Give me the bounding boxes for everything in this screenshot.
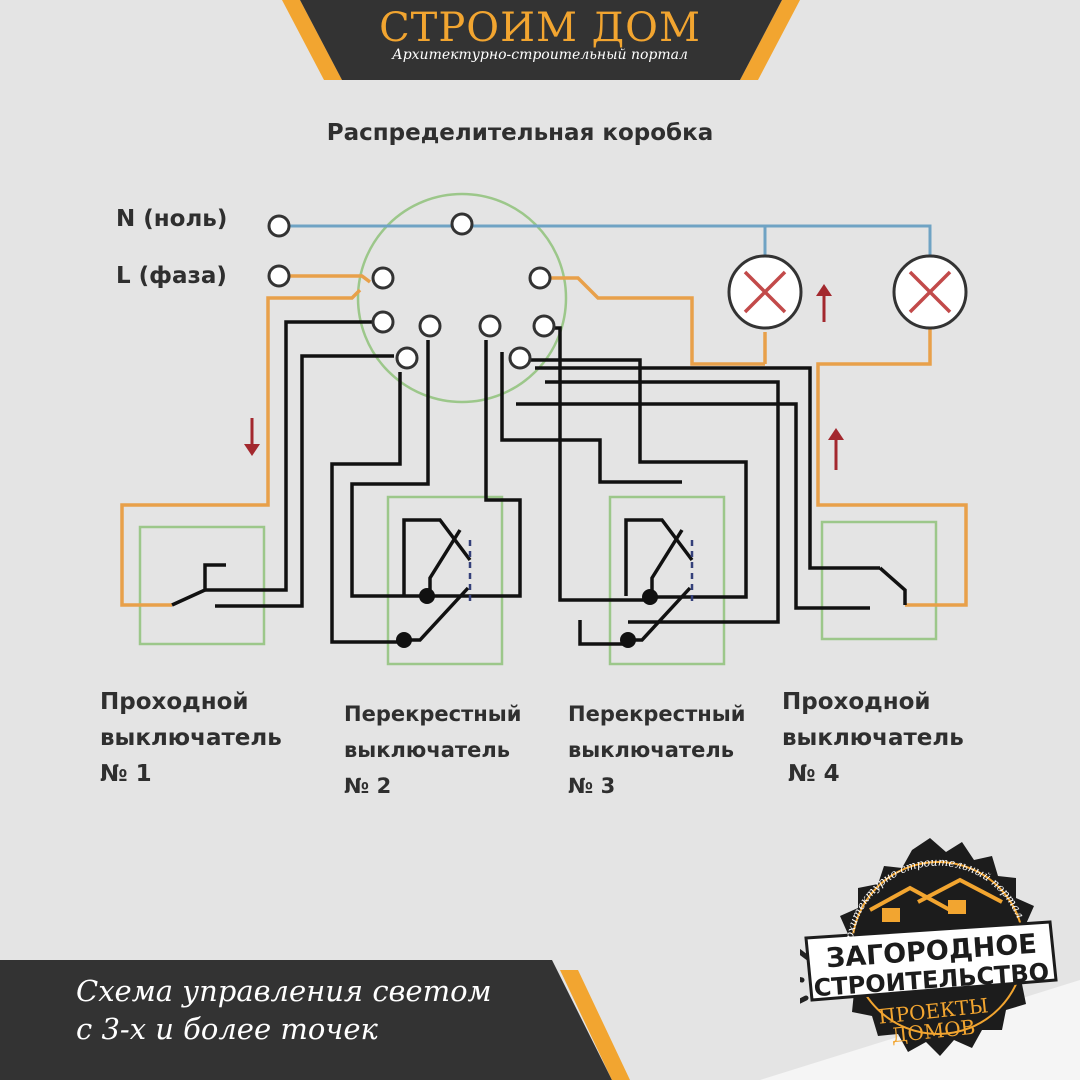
- terminals: [267, 212, 556, 370]
- lamp-1: [727, 254, 803, 330]
- logo-rays: [800, 948, 811, 1004]
- brand-tagline: Архитектурно-строительный портал: [392, 47, 688, 63]
- caption-plate: [0, 960, 612, 1080]
- phase-wire: [120, 274, 968, 607]
- current-arrows: [244, 284, 844, 470]
- signal-wires: [205, 320, 880, 646]
- neutral-label: N (ноль): [116, 206, 228, 232]
- house-icon: [869, 877, 1003, 922]
- neutral-wire: [289, 224, 932, 262]
- switch-3-box: [608, 495, 726, 666]
- footer-caption: Схема управления светом с 3-х и более то…: [76, 972, 596, 1048]
- switch-4-box: [820, 520, 938, 641]
- switch-3-caption: Перекрестный выключатель № 3: [568, 702, 746, 798]
- junction-box: [356, 192, 568, 404]
- switch-4-caption: Проходной выключатель № 4: [782, 689, 964, 787]
- banner-left-stripe: [282, 0, 342, 80]
- switch-2-box: [386, 495, 504, 666]
- switch-1-box: [138, 525, 266, 646]
- switch-contacts: [171, 518, 907, 642]
- banner-plate: [300, 0, 782, 80]
- contact-dots: [396, 588, 658, 648]
- lamp-2: [892, 254, 968, 330]
- phase-label: L (фаза): [116, 263, 227, 289]
- caption-line-1: Схема управления светом: [76, 974, 492, 1008]
- logo-banner: [804, 920, 1058, 1002]
- banner-right-stripe: [740, 0, 800, 80]
- company-logo: ЗАГОРОДНОЕ СТРОИТЕЛЬСТВО ПРОЕКТЫ ДОМОВ А…: [800, 838, 1058, 1056]
- caption-line-2: с 3-х и более точек: [76, 1012, 378, 1046]
- brand-name: СТРОИМ ДОМ: [379, 5, 701, 51]
- caption-stripe: [560, 970, 630, 1080]
- header-banner: [282, 0, 800, 80]
- switch-2-caption: Перекрестный выключатель № 2: [344, 702, 522, 798]
- switch-1-caption: Проходной выключатель № 1: [100, 689, 282, 787]
- diagram-title: Распределительная коробка: [326, 120, 714, 146]
- crossover-dashes: [468, 540, 694, 606]
